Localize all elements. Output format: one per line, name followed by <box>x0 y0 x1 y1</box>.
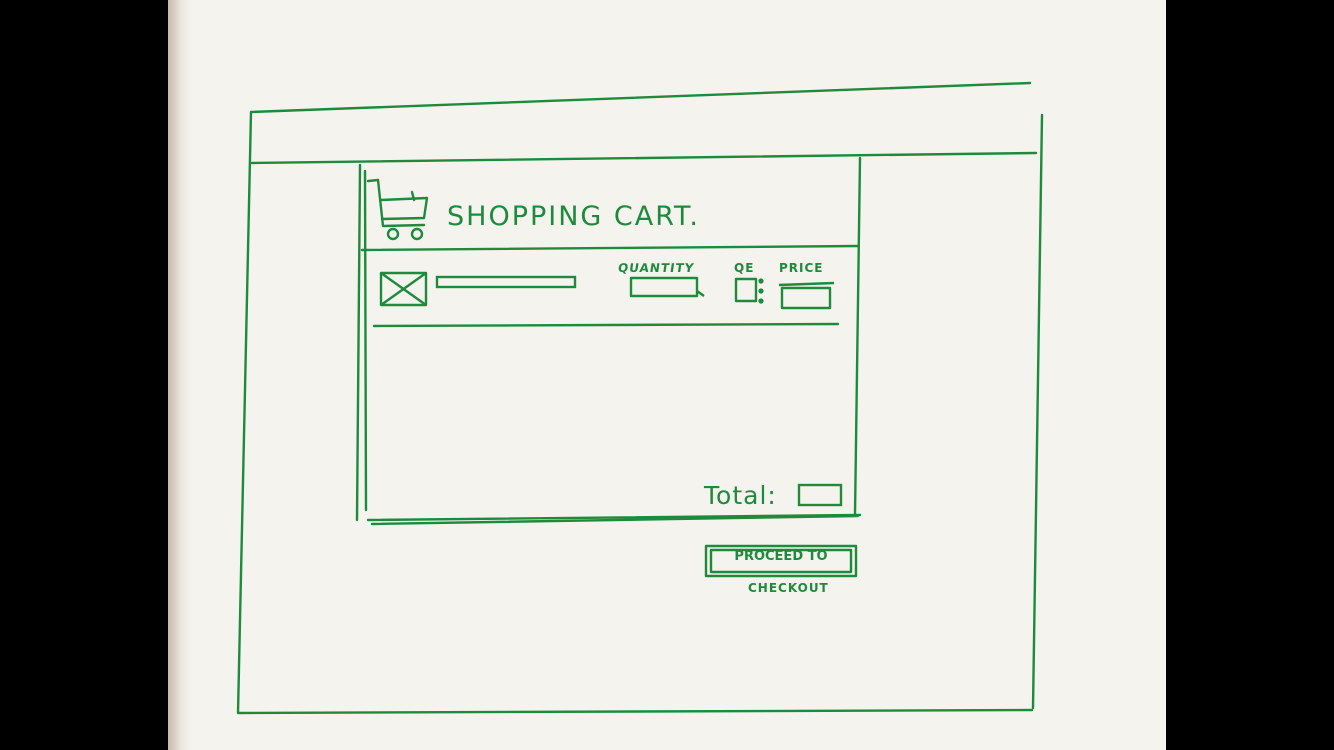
paper-sheet <box>168 0 1166 750</box>
cart-header-divider <box>360 244 860 252</box>
page-title: SHOPPING CART. <box>447 201 700 232</box>
shopping-cart-icon <box>366 178 429 241</box>
product-name-placeholder <box>435 275 577 289</box>
checkout-button-label: PROCEED TO <box>734 549 828 564</box>
window-frame <box>236 81 1044 715</box>
price-field <box>778 281 835 310</box>
checkout-button-caption: CHECKOUT <box>748 581 829 595</box>
button-outline <box>704 544 858 578</box>
paper-edge <box>168 0 190 750</box>
cart-panel-border <box>355 156 862 526</box>
proceed-to-checkout-button[interactable] <box>702 542 860 580</box>
item-row-divider <box>372 322 840 328</box>
column-header-price: PRICE <box>779 261 824 275</box>
column-header-quantity: QUANTITY <box>617 261 696 275</box>
image-placeholder-icon <box>379 271 428 307</box>
window-header-divider <box>250 151 1038 165</box>
quantity-input[interactable] <box>628 275 708 301</box>
total-value-box <box>797 483 843 507</box>
item-checkbox[interactable] <box>733 275 765 309</box>
total-label: Total: <box>704 481 777 510</box>
column-header-item: QE <box>734 261 755 275</box>
